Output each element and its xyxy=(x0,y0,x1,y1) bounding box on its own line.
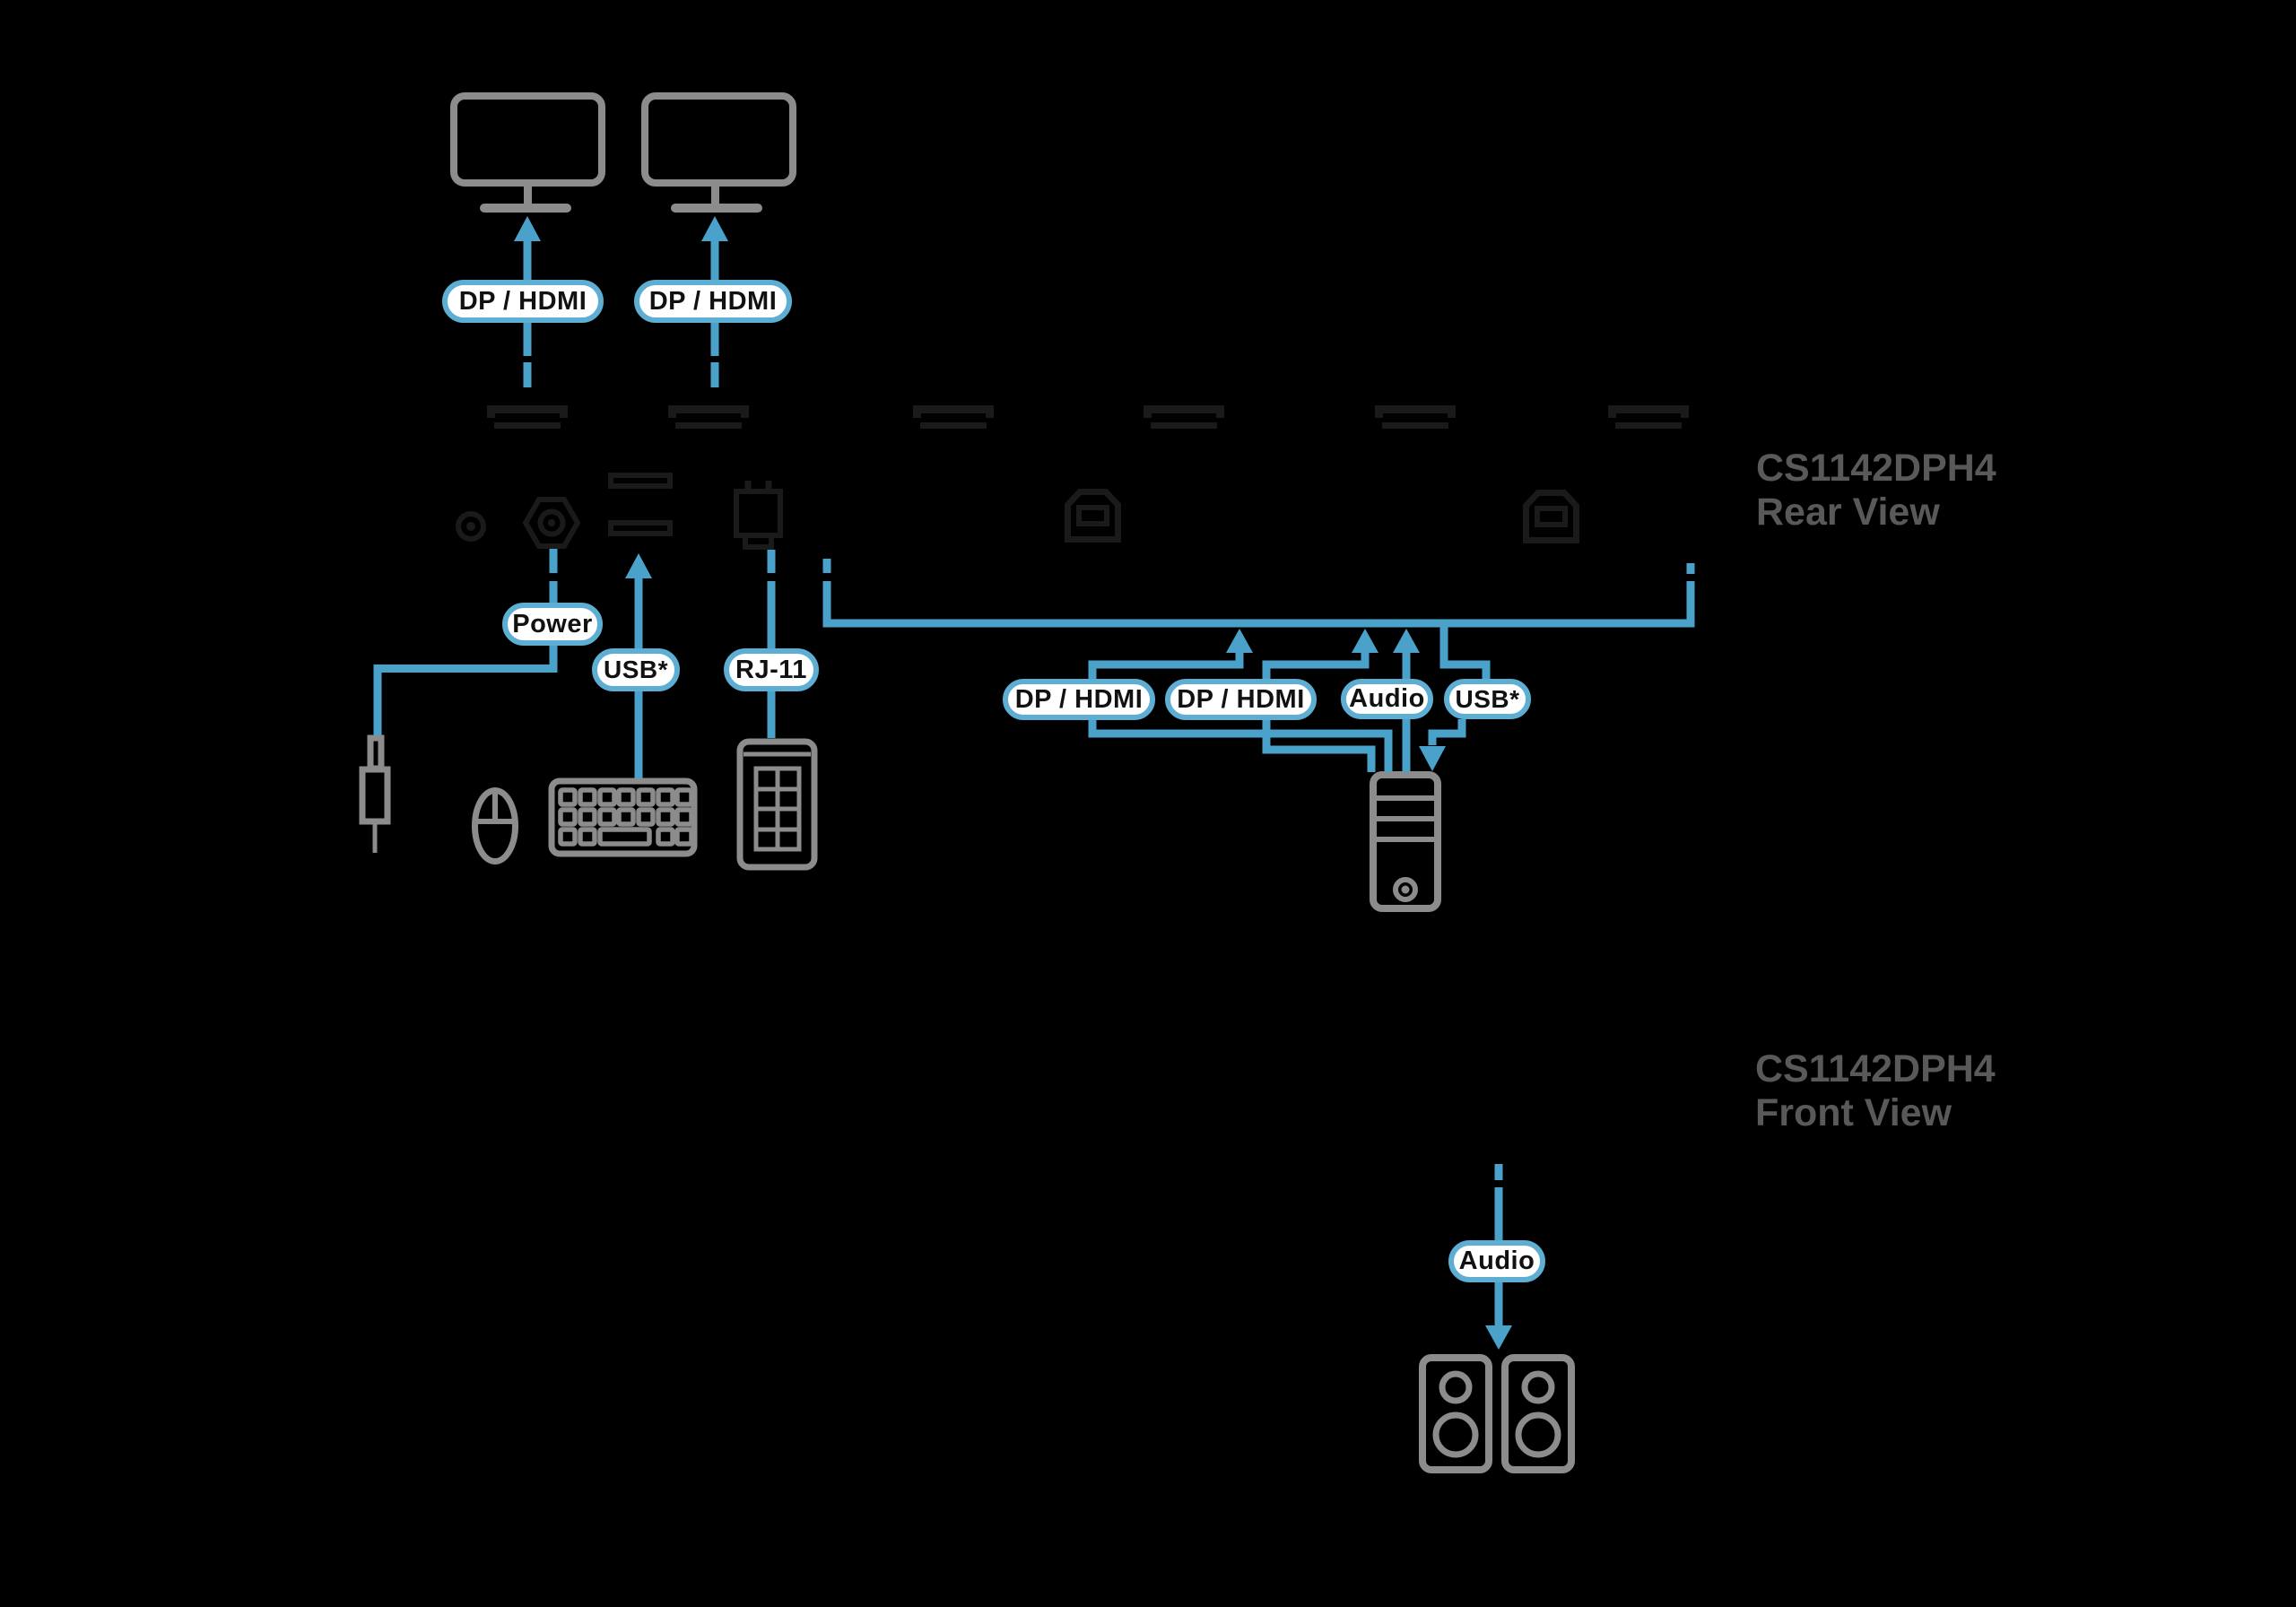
speaker-icon xyxy=(1501,1354,1575,1473)
display-icon xyxy=(450,92,605,213)
front-view-model: CS1142DPH4 xyxy=(1755,1047,1996,1090)
audio-port-icon xyxy=(456,511,486,542)
usb-b-port-icon xyxy=(1065,489,1121,543)
power-plug-icon xyxy=(359,734,391,853)
label-console-usb: USB* xyxy=(592,648,680,691)
rear-view-title: CS1142DPH4 Rear View xyxy=(1756,447,1996,534)
speaker-icon xyxy=(1419,1354,1492,1473)
usb-a-ports-icon xyxy=(608,473,673,536)
rear-view-label: Rear View xyxy=(1756,491,1940,534)
pc-cable-bundle xyxy=(822,559,1695,628)
front-audio-cable xyxy=(1485,1164,1512,1350)
label-display2-dp-hdmi: DP / HDMI xyxy=(634,280,792,323)
label-power: Power xyxy=(502,603,603,646)
computer-tower-icon xyxy=(1370,771,1441,912)
display-1-cable xyxy=(514,216,541,387)
label-pc-usb: USB* xyxy=(1444,679,1531,719)
console-usb-cable xyxy=(625,553,652,778)
power-cable xyxy=(373,549,558,735)
keyboard-icon xyxy=(548,777,698,857)
rj11-port-icon xyxy=(734,481,783,550)
pc-video-1-cable xyxy=(1088,629,1393,772)
label-rj11: RJ-11 xyxy=(724,648,819,691)
dc-power-port-icon xyxy=(522,497,581,549)
keypad-device-icon xyxy=(736,738,818,871)
rear-panel-ports xyxy=(456,405,1689,550)
display-2-cable xyxy=(701,216,728,387)
pc-audio-cable xyxy=(1393,629,1420,772)
label-display1-dp-hdmi: DP / HDMI xyxy=(442,280,604,323)
display-icon xyxy=(641,92,796,213)
front-view-title: CS1142DPH4 Front View xyxy=(1755,1047,1996,1135)
video-port-icon xyxy=(487,405,1689,429)
pc-usb-cable xyxy=(1419,625,1491,771)
mouse-icon xyxy=(472,787,518,864)
label-front-audio: Audio xyxy=(1448,1240,1545,1282)
label-pc-audio: Audio xyxy=(1341,679,1433,719)
rear-view-model: CS1142DPH4 xyxy=(1756,447,1996,490)
pc-video-2-cable xyxy=(1262,629,1378,772)
label-pc-video1-dp-hdmi: DP / HDMI xyxy=(1003,679,1155,720)
front-view-label: Front View xyxy=(1755,1091,1952,1134)
usb-b-port-icon xyxy=(1523,490,1579,543)
label-pc-video2-dp-hdmi: DP / HDMI xyxy=(1165,679,1317,720)
